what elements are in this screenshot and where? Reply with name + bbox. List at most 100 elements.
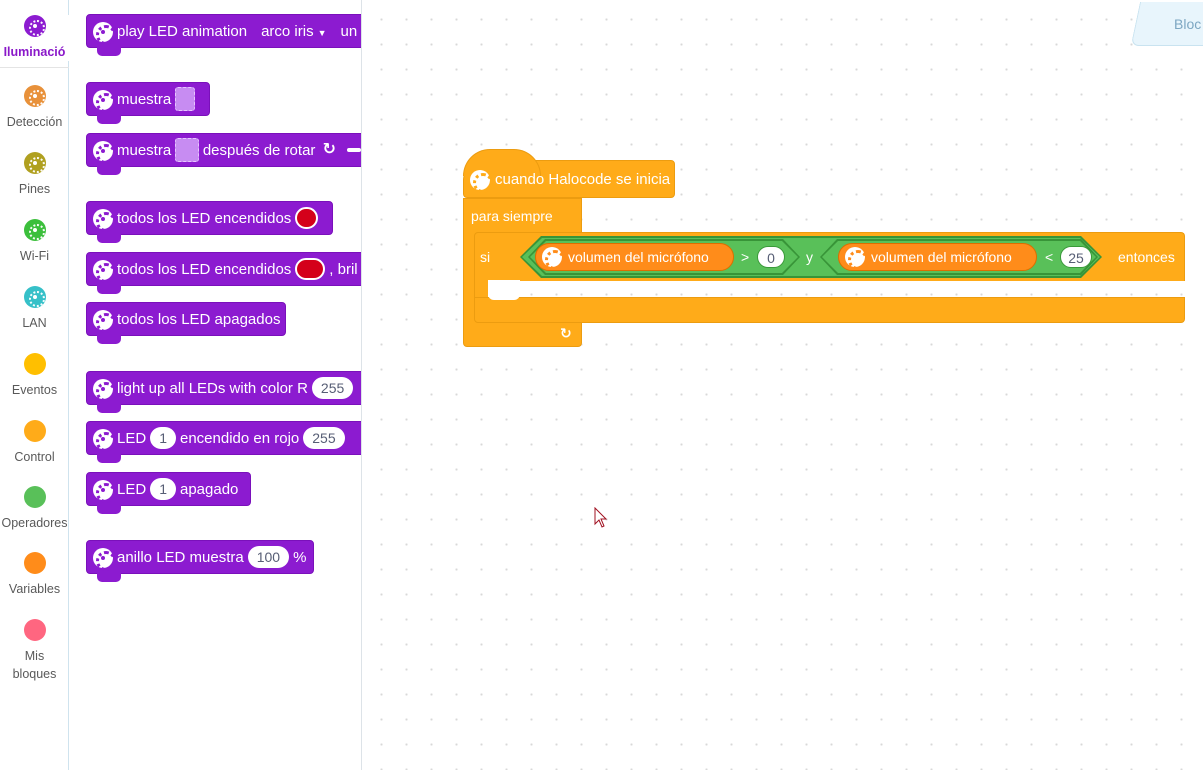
script-workspace[interactable] [362, 0, 1203, 770]
halocode-gear-icon [542, 247, 565, 270]
lightbulb-gear-icon [23, 15, 46, 37]
block-label-tail: un [340, 22, 358, 40]
left-compare-value[interactable]: 0 [757, 246, 785, 268]
and-label: y [806, 249, 813, 265]
empty-slot [488, 280, 520, 300]
block-label: LED [117, 429, 147, 447]
reporter-label: volumen del micrófono [871, 249, 1012, 265]
halocode-gear-icon [93, 379, 116, 402]
halocode-gear-icon [93, 310, 116, 333]
red-value-pill[interactable]: 255 [311, 377, 354, 399]
category-label: Iluminació [3, 45, 66, 59]
show-matrix-block[interactable]: muestra [86, 82, 210, 124]
halocode-gear-icon [93, 141, 116, 164]
category-label-line2: bloques [12, 667, 57, 681]
block-label: encendido en rojo [179, 429, 300, 447]
reporter-label: volumen del micrófono [568, 249, 709, 265]
halocode-gear-icon [93, 429, 116, 452]
block-label: play LED animation [117, 22, 248, 40]
led-on-red-block[interactable]: LED 1 encendido en rojo 255 [86, 421, 361, 463]
block-label: LED [117, 480, 147, 498]
halocode-gear-icon [93, 260, 116, 283]
pins-gear-icon [23, 152, 46, 174]
animation-dropdown[interactable]: arco iris▼ [261, 23, 326, 40]
category-eventos[interactable]: Eventos [0, 353, 69, 399]
category-iluminaci-[interactable]: Iluminació [0, 15, 69, 61]
led-index-pill[interactable]: 1 [150, 427, 176, 449]
if-label: si [480, 249, 491, 265]
loop-arrow-icon: ↻ [560, 325, 572, 341]
block-label: para siempre [471, 208, 553, 224]
led-ring-show-block[interactable]: anillo LED muestra 100 % [86, 540, 314, 582]
show-rotate-block[interactable]: muestra después de rotar ↻ [86, 133, 361, 175]
block-label: todos los LED apagados [117, 310, 281, 328]
category-detecci-n[interactable]: Detección [0, 85, 69, 131]
if-block-bottom[interactable] [474, 297, 1185, 323]
led-matrix-picker[interactable] [175, 87, 195, 111]
when-halocode-starts-block[interactable]: cuando Halocode se inicia [463, 149, 675, 198]
percent-value-pill[interactable]: 100 [247, 546, 290, 568]
category-label: Eventos [11, 383, 58, 397]
sensor-gear-icon [23, 85, 46, 107]
block-label: anillo LED muestra [117, 548, 244, 566]
forever-block[interactable]: para siempre [463, 198, 582, 234]
percent-unit: % [293, 548, 307, 566]
light-up-rgb-block[interactable]: light up all LEDs with color R 255 [86, 371, 361, 413]
dropdown-value: arco iris [261, 22, 314, 40]
category-control[interactable]: Control [0, 420, 69, 466]
category-mis[interactable]: Mis bloques [0, 619, 69, 683]
mic-volume-reporter[interactable]: volumen del micrófono [838, 243, 1037, 271]
category-pines[interactable]: Pines [0, 152, 69, 198]
forever-block-arm [463, 232, 477, 324]
all-leds-on-block[interactable]: todos los LED encendidos [86, 201, 333, 243]
category-wi-fi[interactable]: Wi-Fi [0, 219, 69, 265]
greater-than-operator: > [741, 249, 750, 265]
halocode-gear-icon [470, 170, 493, 193]
all-leds-off-block[interactable]: todos los LED apagados [86, 302, 286, 344]
my-blocks-dot-icon [23, 619, 46, 641]
category-label: Detección [6, 115, 63, 129]
wifi-gear-icon [23, 219, 46, 241]
block-label: muestra [117, 90, 172, 108]
all-leds-on-brightness-block[interactable]: todos los LED encendidos , bril [86, 252, 361, 294]
block-label: cuando Halocode se inicia [495, 170, 671, 188]
category-label: Pines [18, 182, 51, 196]
category-label: Variables [8, 582, 61, 596]
led-index-pill[interactable]: 1 [150, 478, 176, 500]
events-dot-icon [23, 353, 46, 375]
block-label: apagado [179, 480, 239, 498]
control-dot-icon [23, 420, 46, 442]
category-lan[interactable]: LAN [0, 286, 69, 332]
right-compare-value[interactable]: 25 [1060, 246, 1092, 268]
category-operadores[interactable]: Operadores [0, 486, 69, 532]
halocode-gear-icon [845, 247, 868, 270]
less-than-operator: < [1045, 249, 1054, 265]
block-label: todos los LED encendidos [117, 260, 292, 278]
color-picker-red[interactable] [295, 258, 326, 280]
variables-dot-icon [23, 552, 46, 574]
forever-block-bottom[interactable] [463, 322, 582, 347]
block-label: después de rotar [202, 141, 316, 159]
block-label-tail: , bril [329, 260, 358, 278]
play-led-animation-block[interactable]: play LED animation arco iris▼ un [86, 14, 361, 56]
block-label: light up all LEDs with color R [117, 379, 308, 397]
category-label: Mis [24, 649, 45, 663]
dropdown-arrow-icon: ▼ [317, 27, 327, 38]
halocode-gear-icon [93, 22, 116, 45]
category-label: Control [14, 450, 55, 464]
halocode-gear-icon [93, 90, 116, 113]
led-matrix-picker[interactable] [175, 138, 199, 162]
category-divider [0, 67, 69, 68]
led-off-block[interactable]: LED 1 apagado [86, 472, 251, 514]
block-label: todos los LED encendidos [117, 209, 292, 227]
blocks-tab-label: Bloc [1174, 16, 1202, 32]
block-flyout: play LED animation arco iris▼ un muestra… [69, 0, 362, 770]
category-label: Operadores [1, 516, 68, 530]
category-variables[interactable]: Variables [0, 552, 69, 598]
category-label: Wi-Fi [19, 249, 50, 263]
halocode-gear-icon [93, 209, 116, 232]
mic-volume-reporter[interactable]: volumen del micrófono [535, 243, 734, 271]
red-value-pill[interactable]: 255 [303, 427, 345, 449]
rotate-value-pill[interactable] [347, 148, 361, 152]
color-picker-red[interactable] [295, 207, 318, 229]
